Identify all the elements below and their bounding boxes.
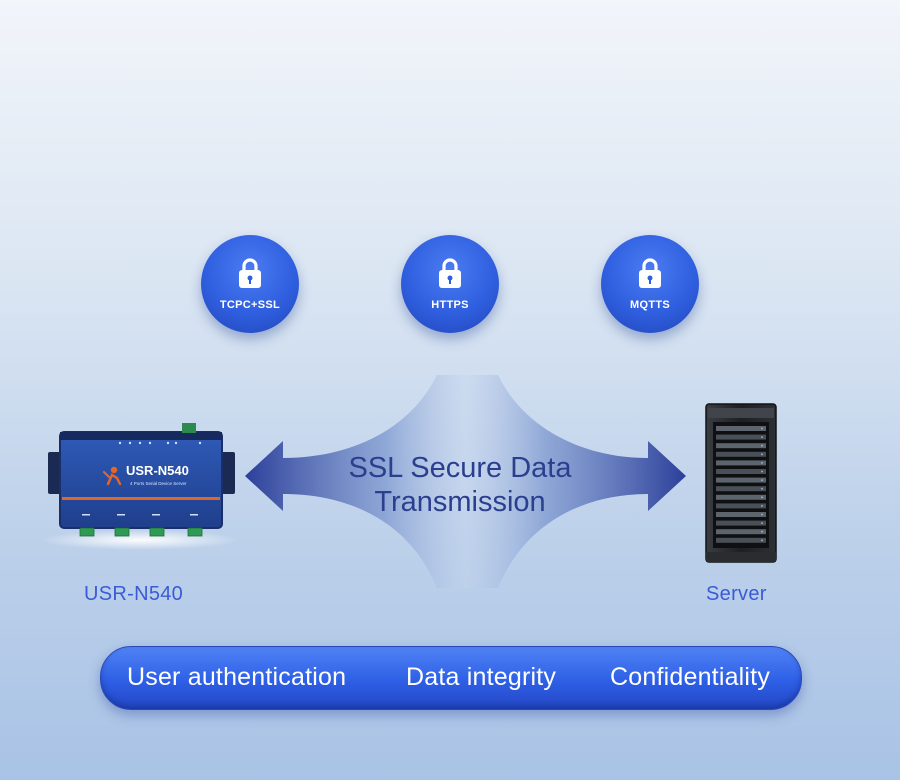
server-unit-slot [716, 477, 766, 483]
server-unit-led [761, 539, 763, 542]
server-unit-led [761, 436, 763, 438]
server-unit-slot [716, 460, 766, 466]
device-power-terminal [182, 423, 196, 433]
device-leds [118, 441, 202, 445]
server-unit-slot [716, 426, 766, 431]
protocol-badge-mqtts: MQTTS [601, 235, 699, 333]
server-unit-led [761, 427, 763, 430]
server-unit-led [761, 530, 763, 533]
server-unit-slot [716, 486, 766, 492]
server-unit-led [761, 453, 763, 456]
transmission-title-line-1: SSL Secure Data [348, 452, 572, 484]
protocol-label: HTTPS [431, 299, 469, 311]
double-arrow [245, 375, 686, 588]
server-bay [713, 422, 769, 548]
protocol-label: TCPC+SSL [219, 299, 281, 311]
feature-data-integrity: Data integrity [406, 663, 557, 691]
server-unit-led [761, 462, 763, 464]
feature-user-authentication: User authentication [127, 663, 347, 691]
server-unit-led [761, 513, 763, 516]
server-unit-led [761, 487, 763, 490]
server-unit-led [761, 505, 763, 507]
protocol-badge-tcpc-ssl: TCPC+SSL [201, 235, 299, 333]
server-unit-led [761, 470, 763, 473]
device-body [59, 431, 223, 529]
feature-confidentiality: Confidentiality [610, 663, 771, 691]
server-units [716, 426, 766, 543]
device-top-rim [60, 432, 222, 440]
server-unit-led [761, 444, 763, 447]
server-unit-slot [716, 451, 766, 457]
device-brand-text: USR-N540 [126, 463, 189, 478]
server-unit-led [761, 496, 763, 499]
protocol-badge-https: HTTPS [401, 235, 499, 333]
server-unit-slot [716, 529, 766, 535]
server-unit-slot [716, 494, 766, 500]
protocol-label: MQTTS [630, 299, 670, 311]
device-label: USR-N540 [84, 583, 184, 605]
server-unit-slot [716, 434, 766, 440]
server-unit-slot [716, 537, 766, 543]
server-unit-slot [716, 503, 766, 509]
server-unit-led [761, 522, 763, 524]
server-unit-slot [716, 520, 766, 526]
lock-icon [639, 258, 661, 288]
device-subtitle-text: 4 Ports Serial Device Server [130, 481, 187, 486]
device-stripe [62, 497, 220, 500]
server-unit-slot [716, 443, 766, 449]
server-top-panel [708, 408, 774, 418]
usr-logo-icon [102, 466, 122, 486]
server-unit-slot [716, 512, 766, 517]
device-terminals [79, 527, 203, 537]
device-port-marks [82, 514, 198, 516]
server-label: Server [706, 583, 767, 605]
transmission-title-line-2: Transmission [374, 486, 546, 518]
server-rack-icon [705, 403, 777, 563]
device-shadow [40, 530, 240, 550]
server-unit-slot [716, 469, 766, 474]
lock-icon [439, 258, 461, 288]
lock-icon [239, 258, 261, 288]
feature-bar: User authentication Data integrity Confi… [100, 646, 802, 710]
usr-n540-device: USR-N540 4 Ports Serial Device Server [40, 423, 240, 550]
server-unit-led [761, 479, 763, 481]
server-base [706, 552, 776, 562]
